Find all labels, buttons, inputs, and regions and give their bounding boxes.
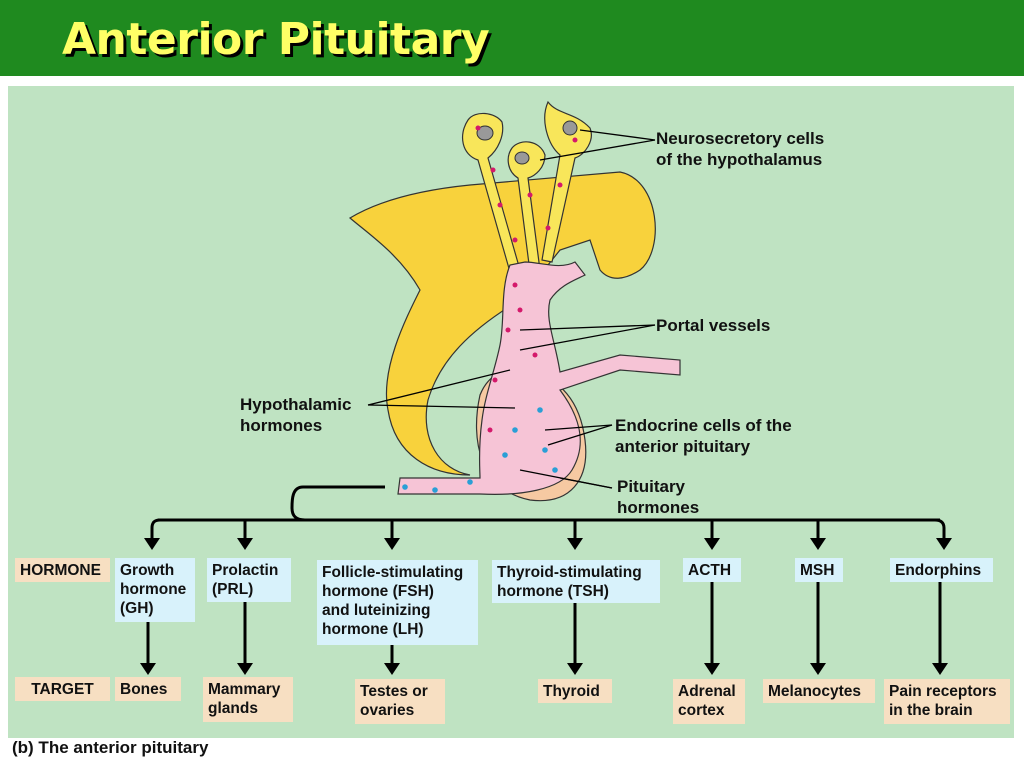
distribution-lines <box>146 485 946 665</box>
label-endocrine-cells: Endocrine cells of the anterior pituitar… <box>615 416 792 456</box>
hormone-box-acth: ACTH <box>683 558 741 582</box>
row-label-hormone: HORMONE <box>15 558 110 582</box>
title-divider <box>0 76 1024 79</box>
label-hypothalamic-hormones: Hypothalamic hormones <box>240 395 352 435</box>
hormone-box-msh: MSH <box>795 558 843 582</box>
label-pituitary-hormones: Pituitary hormones <box>617 477 700 517</box>
arrowheads <box>140 538 952 675</box>
target-box-mammary-glands: Mammary glands <box>203 677 293 722</box>
row-label-target: TARGET <box>15 677 110 701</box>
pituitary-hormone-dots <box>402 407 558 493</box>
hypothalamic-hormone-dots <box>475 125 578 433</box>
hypothalamus-shape <box>348 171 656 476</box>
slide-title: Anterior Pituitary <box>62 14 490 65</box>
target-box-bones: Bones <box>115 677 181 701</box>
hormone-box-endorphins: Endorphins <box>890 558 993 582</box>
target-box-testes-ovaries: Testes or ovaries <box>355 679 445 724</box>
figure-caption: (b) The anterior pituitary <box>12 738 209 757</box>
label-portal-vessels: Portal vessels <box>656 316 771 335</box>
target-box-adrenal-cortex: Adrenal cortex <box>673 679 745 724</box>
target-box-thyroid: Thyroid <box>538 679 612 703</box>
hormone-box-gh: Growth hormone (GH) <box>115 558 195 622</box>
label-neurosecretory-cells: Neurosecretory cells of the hypothalamus <box>656 129 825 169</box>
hormone-box-tsh: Thyroid-stimulating hormone (TSH) <box>492 560 660 603</box>
leader-lines <box>367 129 656 489</box>
neurosecretory-cells <box>461 100 592 273</box>
hormone-box-fsh-lh: Follicle-stimulating hormone (FSH) and l… <box>317 560 478 645</box>
title-bar: Anterior Pituitary <box>0 0 1024 76</box>
hormone-box-prl: Prolactin (PRL) <box>207 558 291 602</box>
target-box-melanocytes: Melanocytes <box>763 679 875 703</box>
target-box-pain-receptors: Pain receptors in the brain <box>884 679 1010 724</box>
